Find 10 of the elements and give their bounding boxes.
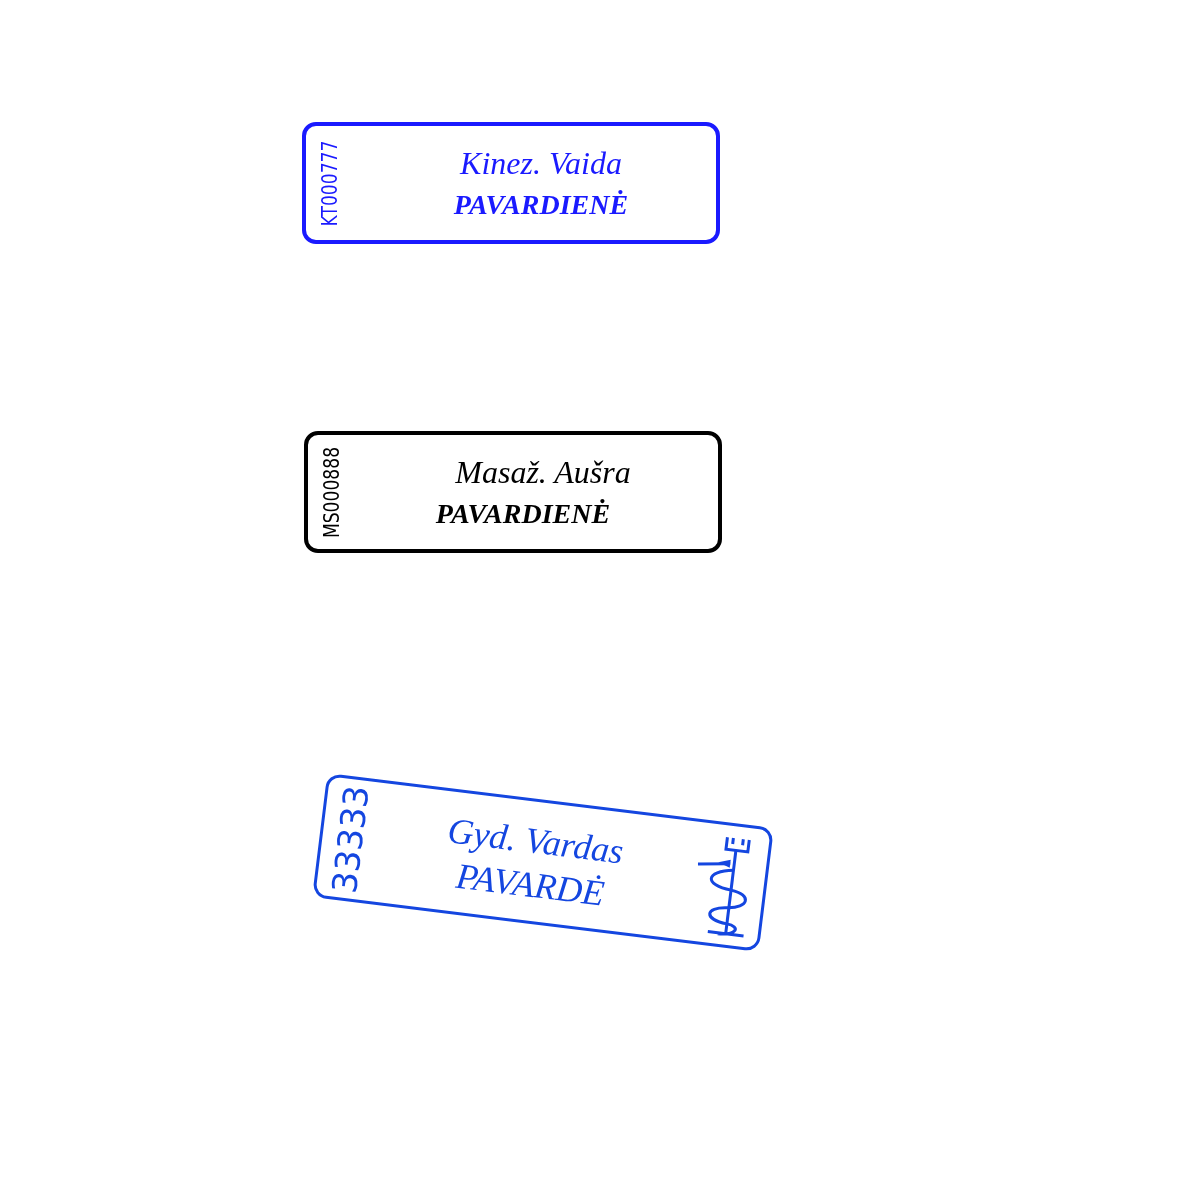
stamp-frame [304, 431, 722, 553]
surname-text: PAVARDIENĖ [434, 499, 612, 530]
name-text: Masaž. Aušra [454, 455, 632, 491]
code-number: 33333 [324, 782, 377, 895]
name-text: Kinez. Vaida [458, 146, 623, 182]
stamp-frame [312, 773, 774, 952]
stamp-frame [302, 122, 720, 244]
code-number: KT000777 [316, 140, 342, 226]
code-number: MS000888 [318, 446, 344, 538]
surname-text: PAVARDIENĖ [452, 190, 630, 221]
